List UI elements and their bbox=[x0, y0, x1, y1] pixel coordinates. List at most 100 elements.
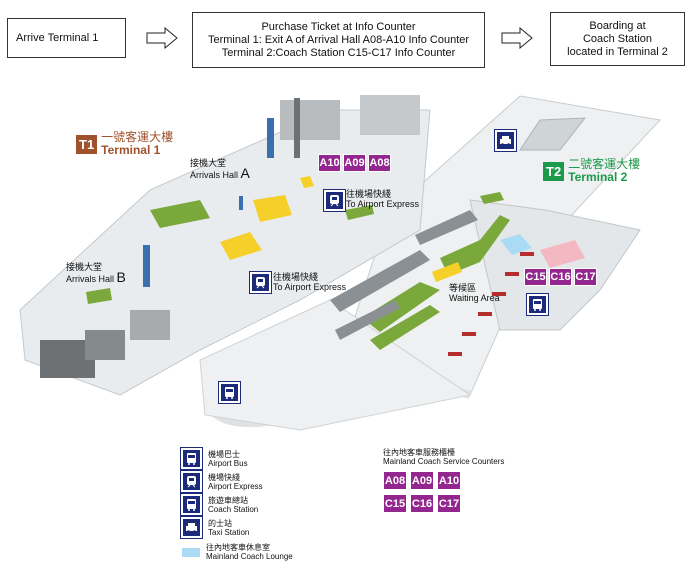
waiting-area-cn: 等候區 bbox=[449, 283, 477, 293]
legend-counters-title-cn: 往內地客車服務櫃檯 bbox=[383, 448, 455, 457]
terminal-2-name-en: Terminal 2 bbox=[568, 170, 628, 184]
flow-arrow-2 bbox=[501, 27, 533, 49]
step-boarding: Boarding at Coach Station located in Ter… bbox=[550, 12, 685, 66]
arrivals-hall-b-label: 接機大堂 Arrivals Hall B bbox=[66, 262, 126, 284]
waiting-area-en: Waiting Area bbox=[449, 293, 500, 303]
airport-bus-icon bbox=[218, 381, 241, 404]
step-boarding-line-1: Boarding at bbox=[589, 19, 646, 32]
step-purchase-line-3: Terminal 2:Coach Station C15-C17 Info Co… bbox=[221, 46, 456, 59]
airport-express-icon bbox=[249, 271, 272, 294]
terminal-2-label: T2 二號客運大樓 Terminal 2 bbox=[543, 158, 640, 184]
airport-bus-icon bbox=[180, 447, 203, 470]
t2-canopy bbox=[519, 117, 587, 151]
terminal-1-label: T1 一號客運大樓 Terminal 1 bbox=[76, 131, 173, 157]
legend-counter-a08: A08 bbox=[383, 471, 407, 490]
legend-counters-title-en: Mainland Coach Service Counters bbox=[383, 457, 505, 466]
step-purchase-line-2: Terminal 1: Exit A of Arrival Hall A08-A… bbox=[207, 33, 470, 46]
arrivals-hall-b-en: Arrivals Hall bbox=[66, 274, 115, 284]
mainland-coach-lounge bbox=[500, 234, 532, 255]
legend-counters-title: 往內地客車服務櫃檯 Mainland Coach Service Counter… bbox=[383, 448, 504, 466]
coach-station-icon bbox=[526, 293, 549, 316]
flow-arrow-1 bbox=[146, 27, 178, 49]
arrivals-hall-a-en: Arrivals Hall bbox=[190, 170, 239, 180]
airport-express-1-en: To Airport Express bbox=[346, 199, 420, 209]
walkway-1 bbox=[253, 195, 292, 222]
airport-express-icon bbox=[180, 470, 203, 493]
legend-counter-c17: C17 bbox=[437, 494, 461, 513]
green-zone-8 bbox=[480, 192, 504, 204]
waiting-area-label: 等候區 Waiting Area bbox=[449, 283, 500, 303]
green-zone-5 bbox=[440, 215, 510, 275]
legend-coach-station-cn: 旅遊車總站 bbox=[208, 495, 248, 505]
coach-zone-pink bbox=[540, 240, 585, 268]
step-purchase-ticket: Purchase Ticket at Info Counter Terminal… bbox=[192, 12, 485, 68]
arrivals-hall-a-letter: A bbox=[240, 165, 250, 181]
legend-counters-row-1: A08 A09 A10 bbox=[383, 471, 461, 490]
waiting-block-2 bbox=[335, 300, 400, 340]
step-boarding-line-3: located in Terminal 2 bbox=[567, 45, 668, 58]
legend-lounge-cn: 往內地客車休息室 bbox=[206, 543, 270, 552]
counter-a10: A10 bbox=[318, 154, 341, 172]
walkway-3 bbox=[432, 262, 462, 282]
terminal-2-name-cn: 二號客運大樓 bbox=[568, 157, 641, 171]
step-boarding-line-2: Coach Station bbox=[582, 32, 653, 45]
waiting-block-3 bbox=[415, 210, 478, 245]
arrivals-hall-a-label: 接機大堂 Arrivals Hall A bbox=[190, 158, 250, 180]
t1-counters: A10 A09 A08 bbox=[318, 154, 391, 172]
step-arrive-label: Arrive Terminal 1 bbox=[16, 31, 99, 44]
t1-blue-tower-b bbox=[143, 245, 150, 287]
t1-blue-pillar bbox=[239, 196, 243, 210]
walkway-2 bbox=[220, 232, 262, 260]
legend-airport-express-en: Airport Express bbox=[208, 481, 263, 491]
legend-taxi-cn: 的士站 bbox=[208, 518, 232, 528]
t1-structure-2 bbox=[85, 330, 125, 360]
green-zone-1 bbox=[150, 200, 210, 228]
counter-a09: A09 bbox=[343, 154, 366, 172]
legend-airport-bus-cn: 機場巴士 bbox=[208, 449, 240, 459]
legend-airport-bus-en: Airport Bus bbox=[208, 458, 248, 468]
airport-express-label-1: 往機場快綫 To Airport Express bbox=[346, 189, 419, 209]
coach-bays bbox=[448, 252, 534, 356]
green-zone-6 bbox=[362, 282, 440, 332]
step-arrive-terminal-1: Arrive Terminal 1 bbox=[7, 18, 126, 58]
airport-express-2-en: To Airport Express bbox=[273, 282, 347, 292]
airport-express-2-cn: 往機場快綫 bbox=[273, 272, 319, 282]
arrivals-hall-a-cn: 接機大堂 bbox=[190, 158, 227, 168]
legend-coach-station-en: Coach Station bbox=[208, 504, 259, 514]
taxi-station-icon bbox=[180, 516, 203, 539]
waiting-block-1 bbox=[330, 250, 430, 312]
legend-counter-a10: A10 bbox=[437, 471, 461, 490]
walkway-4 bbox=[300, 176, 314, 188]
legend-counter-c16: C16 bbox=[410, 494, 434, 513]
taxi-station-icon bbox=[494, 129, 517, 152]
green-zone-2 bbox=[86, 288, 112, 304]
terminal-1-code: T1 bbox=[76, 134, 98, 154]
legend-lounge-en: Mainland Coach Lounge bbox=[206, 552, 293, 561]
green-zone-7 bbox=[370, 305, 440, 350]
counter-a08: A08 bbox=[368, 154, 391, 172]
t1-tower bbox=[294, 98, 300, 158]
t2-counters: C15 C16 C17 bbox=[524, 268, 597, 286]
lounge-swatch bbox=[182, 547, 200, 557]
legend-counters-row-2: C15 C16 C17 bbox=[383, 494, 461, 513]
arrivals-hall-b-letter: B bbox=[116, 269, 126, 285]
airport-express-1-cn: 往機場快綫 bbox=[346, 189, 392, 199]
legend-counter-a09: A09 bbox=[410, 471, 434, 490]
t1-blue-tower-a bbox=[267, 118, 274, 158]
terminal-2-code: T2 bbox=[543, 161, 565, 181]
t1-structure-5 bbox=[360, 95, 420, 135]
legend-taxi-en: Taxi Station bbox=[208, 527, 250, 537]
arrivals-hall-b-cn: 接機大堂 bbox=[66, 262, 103, 272]
airport-express-icon bbox=[323, 189, 346, 212]
counter-c16: C16 bbox=[549, 268, 572, 286]
t1-structure-4 bbox=[280, 100, 340, 140]
coach-station-icon bbox=[180, 493, 203, 516]
ground-slab bbox=[199, 299, 472, 431]
step-purchase-line-1: Purchase Ticket at Info Counter bbox=[261, 20, 416, 33]
